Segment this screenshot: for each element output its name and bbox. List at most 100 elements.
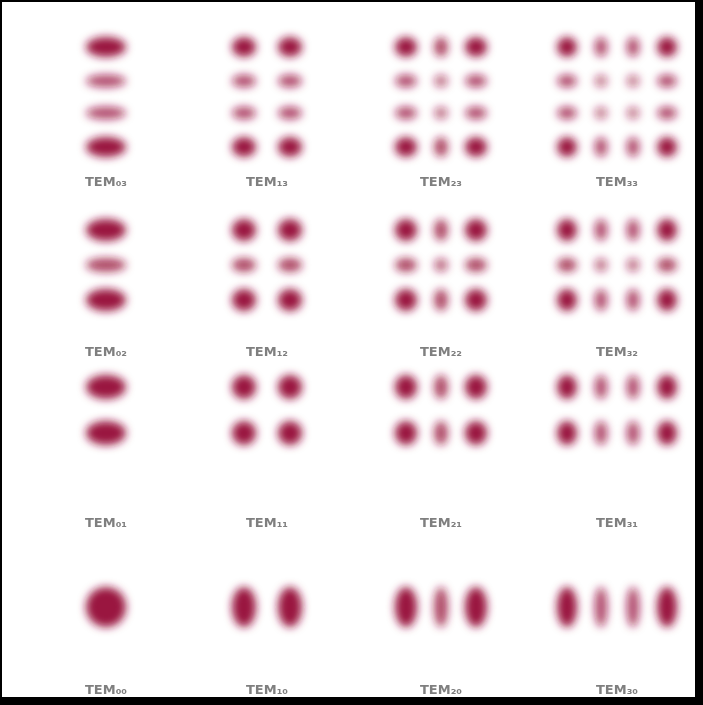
- mode-pattern: [86, 587, 126, 627]
- mode-pattern: [557, 375, 677, 445]
- intensity-lobe: [395, 289, 417, 311]
- intensity-lobe: [395, 219, 417, 241]
- intensity-lobe: [595, 258, 608, 272]
- intensity-lobe: [657, 289, 677, 311]
- intensity-lobe: [232, 375, 256, 399]
- intensity-lobe: [434, 137, 448, 157]
- mode-pattern: [232, 375, 302, 445]
- intensity-lobe: [465, 75, 487, 88]
- mode-label: TEM₀₃: [85, 174, 127, 190]
- mode-label: TEM₀₂: [85, 344, 127, 360]
- intensity-lobe: [434, 421, 448, 445]
- intensity-lobe: [86, 289, 126, 311]
- intensity-lobe: [595, 37, 608, 57]
- intensity-lobe: [657, 258, 677, 272]
- intensity-lobe: [657, 219, 677, 241]
- intensity-lobe: [465, 421, 487, 445]
- mode-label: TEM₃₁: [596, 515, 638, 531]
- intensity-lobe: [465, 137, 487, 157]
- intensity-lobe: [657, 375, 677, 399]
- intensity-lobe: [232, 107, 256, 120]
- intensity-lobe: [395, 37, 417, 57]
- intensity-lobe: [465, 375, 487, 399]
- intensity-lobe: [434, 75, 448, 88]
- intensity-lobe: [232, 258, 256, 272]
- intensity-lobe: [232, 421, 256, 445]
- intensity-lobe: [465, 258, 487, 272]
- intensity-lobe: [395, 107, 417, 120]
- intensity-lobe: [465, 289, 487, 311]
- mode-pattern: [232, 587, 302, 627]
- intensity-lobe: [465, 219, 487, 241]
- intensity-lobe: [627, 107, 640, 120]
- intensity-lobe: [395, 258, 417, 272]
- intensity-lobe: [595, 289, 608, 311]
- intensity-lobe: [595, 587, 608, 627]
- intensity-lobe: [657, 75, 677, 88]
- intensity-lobe: [657, 421, 677, 445]
- intensity-lobe: [627, 421, 640, 445]
- intensity-lobe: [86, 421, 126, 445]
- intensity-lobe: [86, 587, 126, 627]
- intensity-lobe: [86, 75, 126, 88]
- intensity-lobe: [627, 375, 640, 399]
- intensity-lobe: [627, 137, 640, 157]
- intensity-lobe: [557, 75, 577, 88]
- intensity-lobe: [278, 137, 302, 157]
- intensity-lobe: [627, 587, 640, 627]
- intensity-lobe: [595, 107, 608, 120]
- intensity-lobe: [278, 289, 302, 311]
- intensity-lobe: [395, 587, 417, 627]
- intensity-lobe: [395, 421, 417, 445]
- intensity-lobe: [86, 258, 126, 272]
- intensity-lobe: [232, 75, 256, 88]
- mode-pattern: [86, 37, 126, 157]
- mode-pattern: [86, 219, 126, 311]
- intensity-lobe: [232, 289, 256, 311]
- intensity-lobe: [278, 375, 302, 399]
- intensity-lobe: [465, 107, 487, 120]
- intensity-lobe: [557, 587, 577, 627]
- intensity-lobe: [232, 37, 256, 57]
- intensity-lobe: [86, 375, 126, 399]
- intensity-lobe: [627, 219, 640, 241]
- intensity-lobe: [278, 219, 302, 241]
- intensity-lobe: [657, 107, 677, 120]
- mode-pattern: [557, 587, 677, 627]
- intensity-lobe: [395, 137, 417, 157]
- mode-pattern: [557, 37, 677, 157]
- intensity-lobe: [557, 258, 577, 272]
- intensity-lobe: [232, 137, 256, 157]
- intensity-lobe: [434, 219, 448, 241]
- mode-label: TEM₁₃: [246, 174, 288, 190]
- intensity-lobe: [557, 219, 577, 241]
- mode-label: TEM₁₀: [246, 682, 288, 698]
- mode-pattern: [395, 587, 487, 627]
- mode-pattern: [232, 219, 302, 311]
- mode-pattern: [557, 219, 677, 311]
- intensity-lobe: [278, 587, 302, 627]
- intensity-lobe: [395, 75, 417, 88]
- mode-label: TEM₂₀: [420, 682, 462, 698]
- intensity-lobe: [595, 421, 608, 445]
- intensity-lobe: [557, 37, 577, 57]
- mode-label: TEM₃₀: [596, 682, 638, 698]
- mode-pattern: [395, 219, 487, 311]
- intensity-lobe: [657, 587, 677, 627]
- intensity-lobe: [557, 289, 577, 311]
- intensity-lobe: [557, 375, 577, 399]
- intensity-lobe: [595, 219, 608, 241]
- intensity-lobe: [557, 107, 577, 120]
- mode-pattern: [232, 37, 302, 157]
- mode-label: TEM₃₂: [596, 344, 638, 360]
- intensity-lobe: [434, 37, 448, 57]
- intensity-lobe: [86, 37, 126, 57]
- intensity-lobe: [627, 37, 640, 57]
- intensity-lobe: [434, 289, 448, 311]
- mode-label: TEM₂₁: [420, 515, 462, 531]
- intensity-lobe: [278, 421, 302, 445]
- intensity-lobe: [657, 137, 677, 157]
- intensity-lobe: [278, 107, 302, 120]
- intensity-lobe: [86, 137, 126, 157]
- intensity-lobe: [86, 219, 126, 241]
